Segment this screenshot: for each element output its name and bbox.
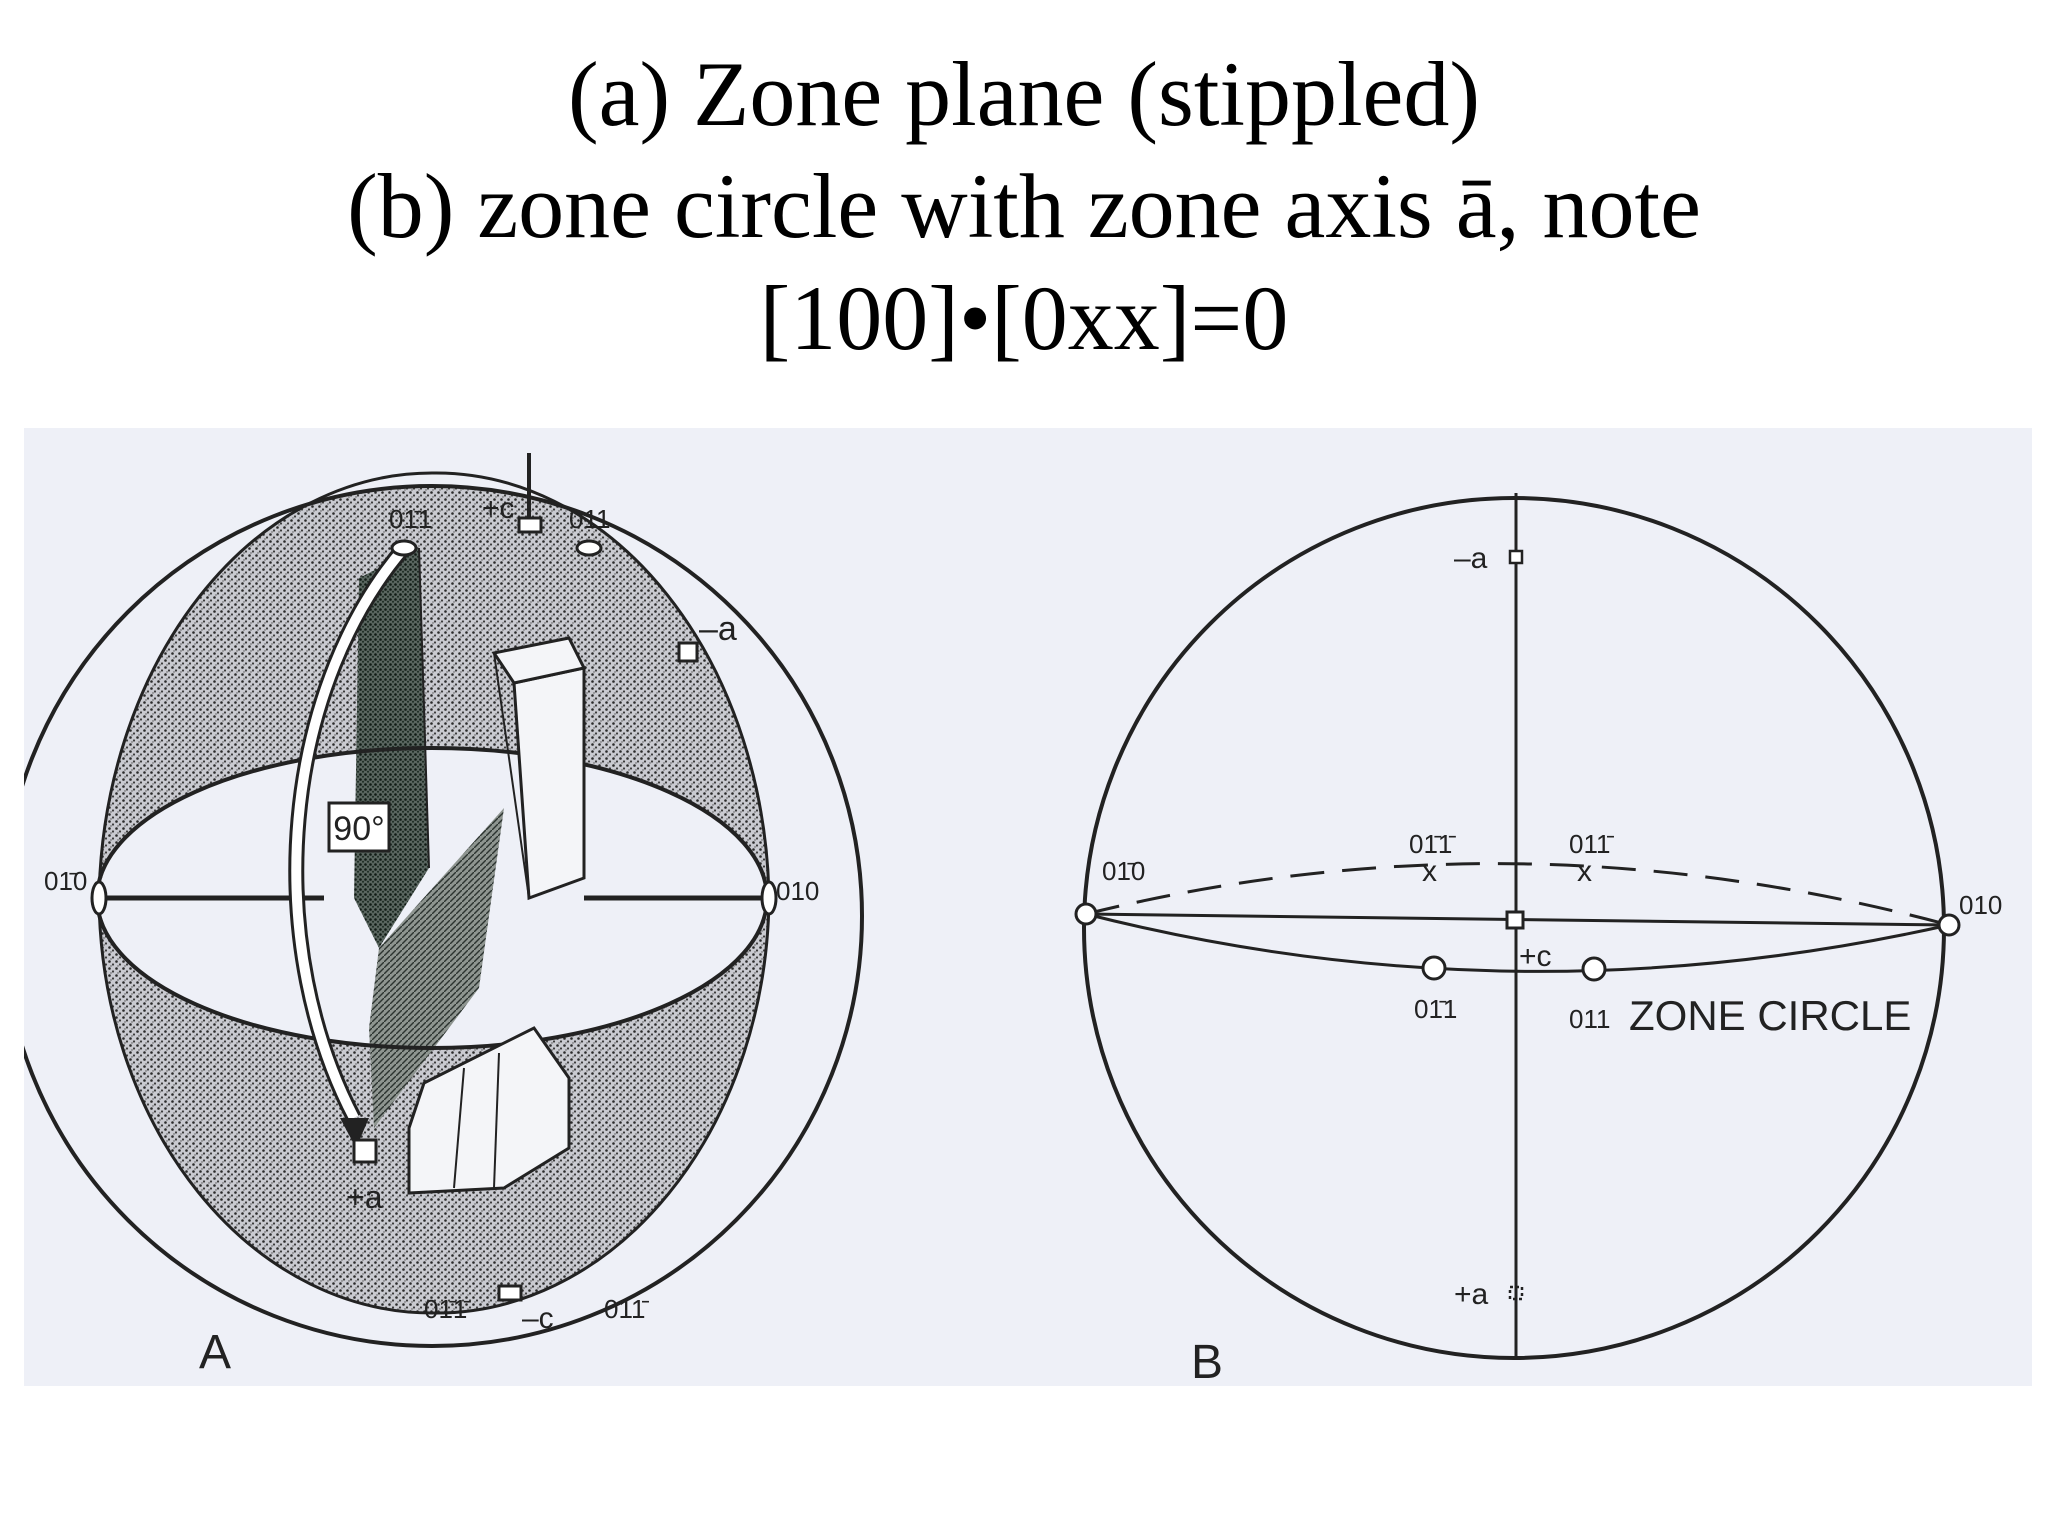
slide-title: (a) Zone plane (stippled) (b) zone circl…	[0, 38, 2048, 374]
label-pole-0b10-b: 01̄0	[1102, 856, 1145, 886]
plus-a-marker	[352, 1138, 378, 1164]
label-pole-01b1-a: 011̄	[604, 1294, 649, 1324]
panel-a-sphere: 90° +c 01̄1 011 –a 01̄0 010 +a –c 01̄1̄ …	[24, 453, 864, 1379]
pole-011-b	[1581, 956, 1607, 982]
label-pole-0b11-b: 01̄1	[1414, 994, 1457, 1024]
zone-circle-b	[1085, 912, 1950, 973]
angle-label: 90°	[333, 810, 384, 848]
x-mark-left: x	[1422, 855, 1437, 888]
label-pole-0b1b1-b: 01̄1̄	[1409, 829, 1456, 859]
pole-010-a	[760, 880, 778, 916]
x-mark-right: x	[1577, 855, 1592, 888]
pole-0b10-b	[1074, 902, 1098, 926]
label-zone-circle: ZONE CIRCLE	[1629, 992, 1911, 1039]
label-minus-c-a: –c	[522, 1302, 554, 1335]
crystal-block-bottom	[407, 1026, 571, 1195]
dashed-great-circle-b	[1085, 862, 1950, 927]
plus-a-marker-b	[1508, 1285, 1524, 1301]
pole-0b11-b	[1421, 955, 1447, 981]
label-plus-c-b: +c	[1519, 940, 1552, 973]
stippled-zone-plane-upper	[99, 486, 769, 898]
label-plus-c-a: +c	[482, 492, 515, 525]
label-pole-011-a: 011	[569, 504, 610, 534]
pole-010-b	[1937, 913, 1961, 937]
stereographic-figure: 90° +c 01̄1 011 –a 01̄0 010 +a –c 01̄1̄ …	[24, 428, 2032, 1386]
pole-0b10-a	[90, 880, 108, 916]
primitive-circle-a	[24, 484, 864, 1348]
label-minus-a-a: –a	[699, 610, 737, 648]
label-pole-0b10-a: 01̄0	[44, 866, 87, 896]
label-pole-01b1-b: 011̄	[1569, 829, 1614, 859]
label-pole-0b1b1-a: 01̄1̄	[424, 1294, 471, 1324]
label-pole-010-a: 010	[776, 876, 819, 906]
label-minus-a-b: –a	[1454, 542, 1488, 575]
title-line-2: (b) zone circle with zone axis ā, note	[347, 155, 1701, 257]
panel-letter-b: B	[1191, 1336, 1223, 1386]
minus-a-marker-b	[1508, 549, 1524, 565]
panel-b-stereogram: x x –a +a +c 01̄0 010 01̄1̄ 011̄ 01̄1 01…	[1074, 493, 2002, 1386]
label-pole-010-b: 010	[1959, 890, 2002, 920]
title-line-3: [100]•[0xx]=0	[759, 267, 1289, 369]
label-pole-0b11-a: 01̄1	[389, 504, 432, 534]
label-plus-a-b: +a	[1454, 1278, 1489, 1311]
label-pole-011-b: 011	[1569, 1004, 1610, 1034]
plus-c-marker-b	[1505, 910, 1525, 930]
label-plus-a-a: +a	[346, 1179, 383, 1215]
title-line-1: (a) Zone plane (stippled)	[568, 43, 1480, 145]
panel-letter-a: A	[199, 1326, 231, 1379]
minus-a-marker	[677, 641, 699, 663]
